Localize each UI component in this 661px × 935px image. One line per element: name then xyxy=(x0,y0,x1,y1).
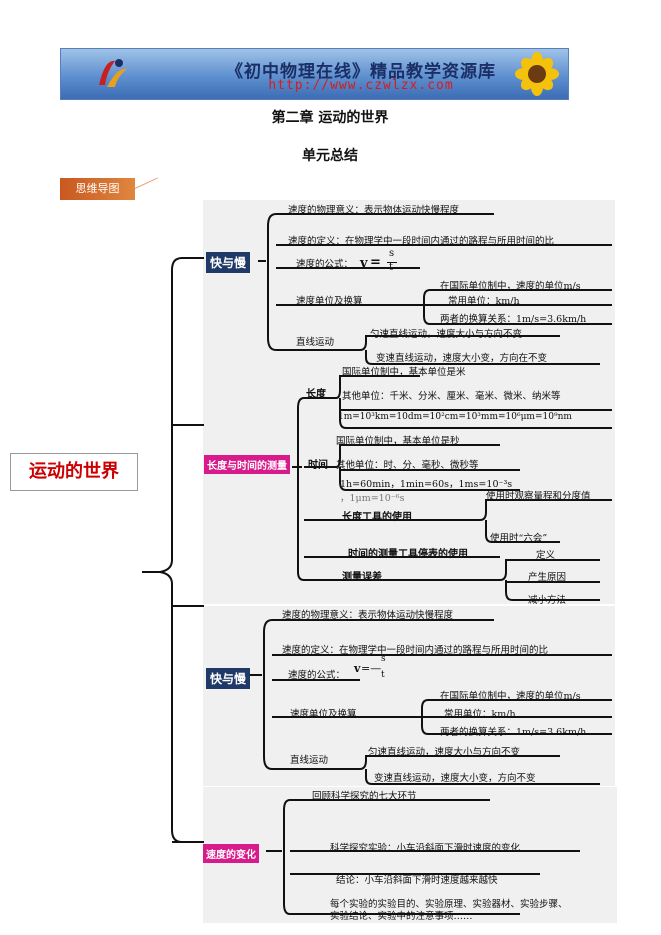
variable-motion: 变速直线运动，速度大小变，方向在不变 xyxy=(376,353,548,364)
time-si-unit: 国际单位制中，基本单位是秒 xyxy=(336,436,460,447)
speed-definition-2: 速度的定义：在物理学中一段时间内通过的路程与所用时间的比 xyxy=(282,645,549,656)
tool-six-rules: 使用时“六会” xyxy=(490,533,548,544)
section-speed-node-2: 快与慢 xyxy=(206,668,251,689)
section-measurement-node: 长度与时间的测量 xyxy=(204,455,290,474)
formula-eq: = xyxy=(370,255,381,270)
speed-conversion-2: 两者的换算关系：1m/s=3.6km/h xyxy=(440,727,587,738)
time-conversion-2: ，1μm=10⁻⁶s xyxy=(340,493,405,504)
speed-units-2: 速度单位及换算 xyxy=(290,709,357,720)
error-cause: 产生原因 xyxy=(528,572,567,583)
speed-definition: 速度的定义：在物理学中一段时间内通过的路程与所用时间的比 xyxy=(288,236,555,247)
speed-conversion: 两者的换算关系：1m/s=3.6km/h xyxy=(440,314,587,325)
speed-units: 速度单位及换算 xyxy=(296,296,363,307)
banner-url: http://www.czwlzx.com xyxy=(268,78,454,93)
experiment-points-2: 实验结论、实验中的注意事项…… xyxy=(330,911,473,922)
inquiry-experiment: 科学探究实验：小车沿斜面下滑时速度的变化 xyxy=(330,843,521,854)
speed-formula: v = s t xyxy=(360,248,400,275)
tool-range: 使用时观察量程和分度值 xyxy=(486,491,591,502)
formula-den: t xyxy=(389,262,394,273)
length-other-units: 其他单位：千米、分米、厘米、毫米、微米、纳米等 xyxy=(342,391,561,402)
header-banner: 《初中物理在线》精品教学资源库 http://www.czwlzx.com xyxy=(60,48,569,100)
formula-v: v xyxy=(360,256,368,271)
formula-num-2: s xyxy=(381,654,386,664)
speed-si-unit-2: 在国际单位制中，速度的单位m/s xyxy=(440,691,581,702)
uniform-motion: 匀速直线运动，速度大小与方向不变 xyxy=(370,329,523,340)
speed-common-unit: 常用单位：km/h xyxy=(448,296,520,307)
seven-steps: 回顾科学探究的七大环节 xyxy=(312,791,417,802)
logo-icon xyxy=(93,55,133,93)
formula-eq-2: =— xyxy=(361,662,382,675)
error-reduce: 减小方法 xyxy=(528,595,567,606)
length-conversion: 1m=10³km=10dm=10²cm=10³mm=10⁶μm=10⁹nm xyxy=(338,412,572,422)
formula-num: s xyxy=(389,248,395,259)
banner-title: 《初中物理在线》精品教学资源库 xyxy=(226,62,496,82)
length-node: 长度 xyxy=(306,389,326,400)
time-other-units: 其他单位：时、分、毫秒、微秒等 xyxy=(336,460,479,471)
speed-formula-label-2: 速度的公式： xyxy=(288,670,346,681)
speed-common-unit-2: 常用单位：km/h xyxy=(444,709,516,720)
unit-title: 单元总结 xyxy=(302,148,358,164)
experiment-points-1: 每个实验的实验目的、实验原理、实验器材、实验步骤、 xyxy=(330,899,568,910)
time-conversion: 1h=60min，1min=60s，1ms=10⁻³s xyxy=(340,479,513,490)
section-speed-change-node: 速度的变化 xyxy=(203,844,259,863)
stopwatch-node: 时间的测量工具停表的使用 xyxy=(348,549,468,560)
section-speed-node: 快与慢 xyxy=(206,252,251,273)
length-tool-node: 长度工具的使用 xyxy=(342,512,412,523)
panel-bottom xyxy=(203,787,617,923)
uniform-motion-2: 匀速直线运动，速度大小与方向不变 xyxy=(368,747,521,758)
linear-motion: 直线运动 xyxy=(296,337,335,348)
speed-formula-2: v =— s t xyxy=(354,654,394,682)
speed-meaning: 速度的物理意义：表示物体运动快慢程度 xyxy=(288,205,460,216)
formula-den-2: t xyxy=(381,670,385,680)
linear-motion-2: 直线运动 xyxy=(290,755,329,766)
chapter-title: 第二章 运动的世界 xyxy=(271,110,389,126)
speed-meaning-2: 速度的物理意义：表示物体运动快慢程度 xyxy=(282,610,454,621)
length-si-unit: 国际单位制中，基本单位是米 xyxy=(342,367,466,378)
speed-si-unit: 在国际单位制中，速度的单位m/s xyxy=(440,281,581,292)
variable-motion-2: 变速直线运动，速度大小变，方向不变 xyxy=(374,773,536,784)
time-node: 时间 xyxy=(308,460,328,471)
root-node: 运动的世界 xyxy=(10,453,138,491)
formula-bar xyxy=(387,262,397,263)
mindmap-tag: 思维导图 xyxy=(60,178,135,200)
speed-formula-label: 速度的公式： xyxy=(296,259,354,270)
error-definition: 定义 xyxy=(536,550,556,561)
formula-v-2: v xyxy=(354,662,361,675)
error-node: 测量误差 xyxy=(342,572,382,583)
sunflower-icon xyxy=(509,51,565,97)
conclusion: 结论：小车沿斜面下滑时速度越来越快 xyxy=(336,875,498,886)
